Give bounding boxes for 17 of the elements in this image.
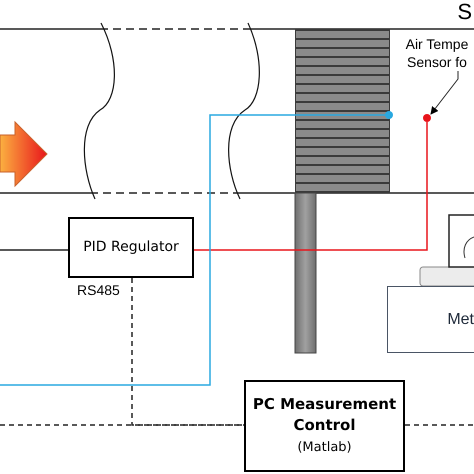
meter-box: [387, 286, 474, 353]
leader-arrow: [430, 70, 458, 115]
box-subtitle: (Matlab): [297, 439, 352, 458]
connector-line: [0, 249, 68, 251]
connector-line: [0, 114, 385, 386]
connector-line: [0, 424, 244, 426]
box-label: PID Regulator: [83, 238, 179, 257]
heading-letter: S: [457, 0, 472, 24]
port-label: RS485: [77, 282, 120, 298]
connector-line: [194, 122, 428, 251]
box-label: Air Tempe Sensor fo: [404, 35, 470, 71]
box-label: Met: [447, 310, 474, 330]
connector-line: [131, 278, 244, 426]
process-box: [244, 380, 405, 472]
box-title: PC Measurement Control: [252, 394, 398, 436]
process-box: [68, 217, 194, 278]
connector-line: [405, 424, 474, 426]
